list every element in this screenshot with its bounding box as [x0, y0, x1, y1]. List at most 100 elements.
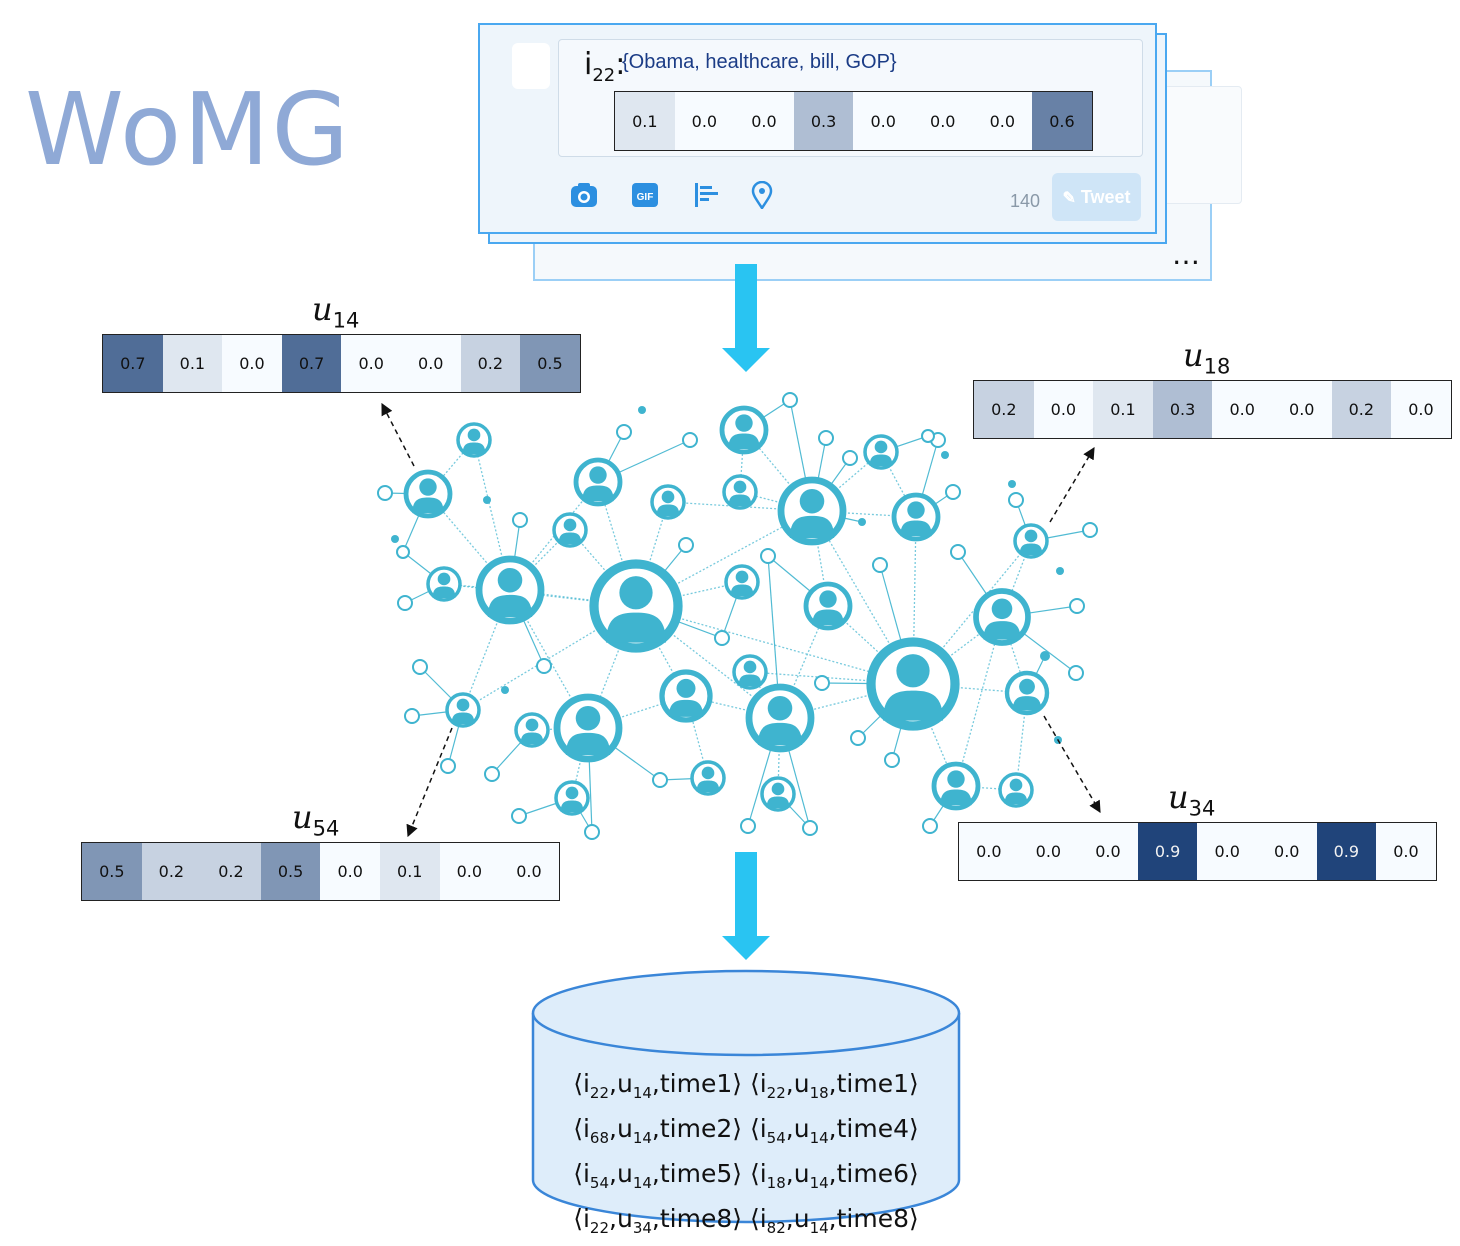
user-vector-cell: 0.5 — [520, 335, 580, 392]
network-node — [511, 808, 527, 824]
user-node-icon — [456, 422, 492, 458]
user-vector-cell: 0.7 — [281, 335, 342, 392]
poll-icon[interactable] — [692, 181, 720, 209]
user-node-icon — [445, 692, 481, 728]
user-vector-cell: 0.0 — [1033, 381, 1094, 438]
item-label: i22: — [584, 47, 626, 86]
network-node — [377, 485, 393, 501]
user-vector-cell: 0.2 — [141, 843, 202, 900]
user-node-icon — [589, 559, 683, 653]
network-node — [404, 708, 420, 724]
arrow-tweets-to-network — [722, 264, 770, 372]
u18-label: u18 — [1183, 336, 1231, 379]
connector-u14 — [381, 402, 415, 467]
user-vector-cell: 0.1 — [379, 843, 440, 900]
item-vector-cell: 0.0 — [674, 92, 735, 150]
network-edge — [955, 616, 1003, 787]
user-node-icon — [514, 712, 550, 748]
network-node — [501, 686, 509, 694]
network-node — [1069, 598, 1085, 614]
network-node — [396, 545, 410, 559]
network-node — [945, 484, 961, 500]
location-pin-icon[interactable] — [748, 181, 776, 209]
network-edge — [779, 683, 914, 719]
network-node — [616, 424, 632, 440]
network-node — [1056, 567, 1064, 575]
database-row: ⟨i22,u14,time1⟩ ⟨i22,u18,time1⟩ — [532, 1066, 960, 1111]
user-node-icon — [403, 469, 453, 519]
more-tweets-ellipsis: … — [1172, 238, 1200, 271]
network-node — [850, 730, 866, 746]
network-node — [1008, 480, 1016, 488]
network-nodes — [377, 392, 1098, 840]
user-node-icon — [554, 780, 590, 816]
interaction-record: ⟨i82,u14,time8⟩ — [749, 1204, 919, 1237]
item-vector-cell: 0.0 — [912, 92, 973, 150]
network-node — [782, 392, 798, 408]
user-node-icon — [426, 566, 462, 602]
network-node — [682, 432, 698, 448]
network-edge — [912, 540, 1032, 685]
network-node — [483, 496, 491, 504]
interaction-record: ⟨i54,u14,time5⟩ — [573, 1159, 743, 1192]
item-vector-cell: 0.1 — [615, 92, 675, 150]
network-node — [872, 557, 888, 573]
interaction-record: ⟨i22,u34,time8⟩ — [573, 1204, 743, 1237]
network-node — [1068, 665, 1084, 681]
item-vector-cell: 0.0 — [972, 92, 1033, 150]
network-node — [921, 429, 935, 443]
network-node — [714, 630, 730, 646]
network-node — [950, 544, 966, 560]
database-row: ⟨i54,u14,time5⟩ ⟨i18,u14,time6⟩ — [532, 1156, 960, 1201]
user-vector-cell: 0.5 — [260, 843, 321, 900]
item-topics: {Obama, healthcare, bill, GOP} — [622, 51, 897, 73]
u34-label: u34 — [1168, 778, 1216, 821]
user-node-icon — [552, 512, 588, 548]
user-vector-cell: 0.1 — [162, 335, 223, 392]
u14-label: u14 — [312, 290, 360, 333]
character-count: 140 — [1010, 191, 1041, 211]
network-edge — [912, 683, 1028, 694]
user-vector-cell: 0.2 — [201, 843, 261, 900]
network-node — [397, 595, 413, 611]
tweet-button[interactable]: ✎ Tweet — [1052, 173, 1141, 221]
interaction-record: ⟨i54,u14,time4⟩ — [749, 1114, 919, 1147]
user-node-icon — [1013, 523, 1049, 559]
u54-label: u54 — [292, 798, 340, 841]
database-cylinder — [531, 969, 961, 1224]
camera-icon[interactable] — [570, 181, 598, 209]
user-vector-cell: 0.0 — [1018, 823, 1079, 880]
user-node-icon — [475, 555, 545, 625]
network-node — [1008, 492, 1024, 508]
item-vector-cell: 0.3 — [793, 92, 854, 150]
interaction-record: ⟨i68,u14,time2⟩ — [573, 1114, 743, 1147]
network-node — [536, 658, 552, 674]
user-vector-cell: 0.0 — [400, 335, 461, 392]
user-node-icon — [553, 693, 623, 763]
interaction-record: ⟨i22,u14,time1⟩ — [573, 1069, 743, 1102]
user-node-icon — [1004, 670, 1050, 716]
user-vector-cell: 0.0 — [1271, 381, 1332, 438]
user-vector-cell: 0.2 — [1331, 381, 1392, 438]
network-node — [440, 758, 456, 774]
user-node-icon — [866, 637, 960, 731]
network-node — [842, 450, 858, 466]
user-vector-cell: 0.0 — [1212, 381, 1272, 438]
user-vector-cell: 0.9 — [1316, 823, 1377, 880]
tweet-button-icon: ✎ — [1062, 190, 1076, 207]
user-vector-cell: 0.0 — [222, 335, 282, 392]
gif-icon[interactable]: GIF — [631, 181, 659, 209]
user-vector-cell: 0.3 — [1152, 381, 1213, 438]
network-node — [802, 820, 818, 836]
user-vector-cell: 0.1 — [1093, 381, 1153, 438]
interaction-record: ⟨i18,u14,time6⟩ — [749, 1159, 919, 1192]
item-vector-cell: 0.0 — [853, 92, 913, 150]
user-node-icon — [659, 669, 713, 723]
network-node — [858, 518, 866, 526]
